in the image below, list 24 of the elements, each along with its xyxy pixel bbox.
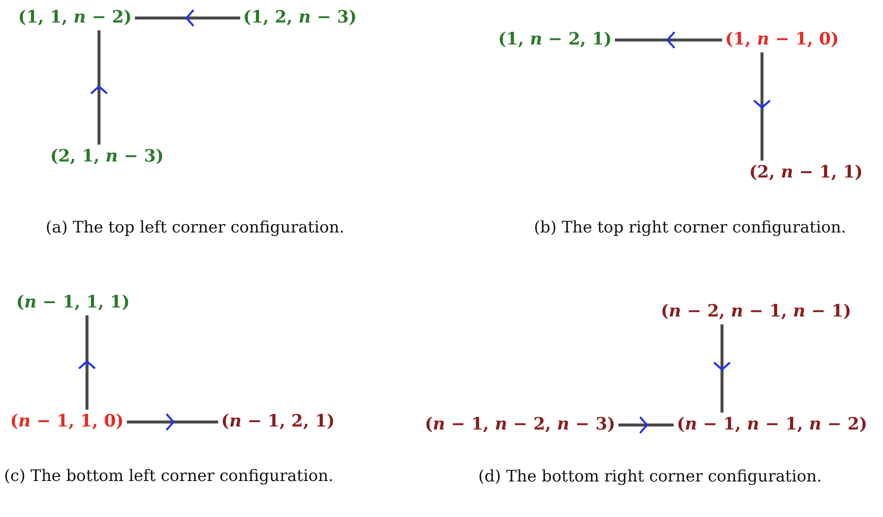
arrow [78, 315, 96, 410]
node-label: (n − 1, 1, 1) [16, 294, 130, 312]
node-label: (2, 1, n − 3) [50, 148, 164, 166]
figure-caption: (a) The top left corner configuration. [46, 218, 344, 236]
node-label: (1, 2, n − 3) [243, 8, 357, 28]
arrow [90, 30, 108, 145]
node-label: (n − 1, n − 2, n − 3) [424, 416, 616, 434]
node-label: (n − 1, n − 1, n − 2) [676, 416, 868, 434]
arrow [713, 324, 731, 413]
node-label: (1, n − 1, 0) [725, 30, 839, 50]
arrow [134, 9, 240, 27]
figure-caption: (d) The bottom right corner configuration. [478, 466, 822, 486]
node-label: (n − 1, 1, 0) [10, 412, 124, 432]
node-label: (1, 1, n − 2) [18, 8, 132, 28]
figure-caption: (c) The bottom left corner configuration. [4, 466, 334, 485]
arrow [618, 416, 674, 434]
figure-caption: (b) The top right corner configuration. [534, 218, 846, 236]
arrow [753, 52, 771, 161]
node-label: (1, n − 2, 1) [498, 30, 612, 50]
node-label: (2, n − 1, 1) [749, 164, 863, 182]
node-label: (n − 1, 2, 1) [221, 412, 335, 432]
arrow [614, 31, 722, 49]
node-label: (n − 2, n − 1, n − 1) [660, 302, 852, 322]
arrow [126, 413, 218, 431]
